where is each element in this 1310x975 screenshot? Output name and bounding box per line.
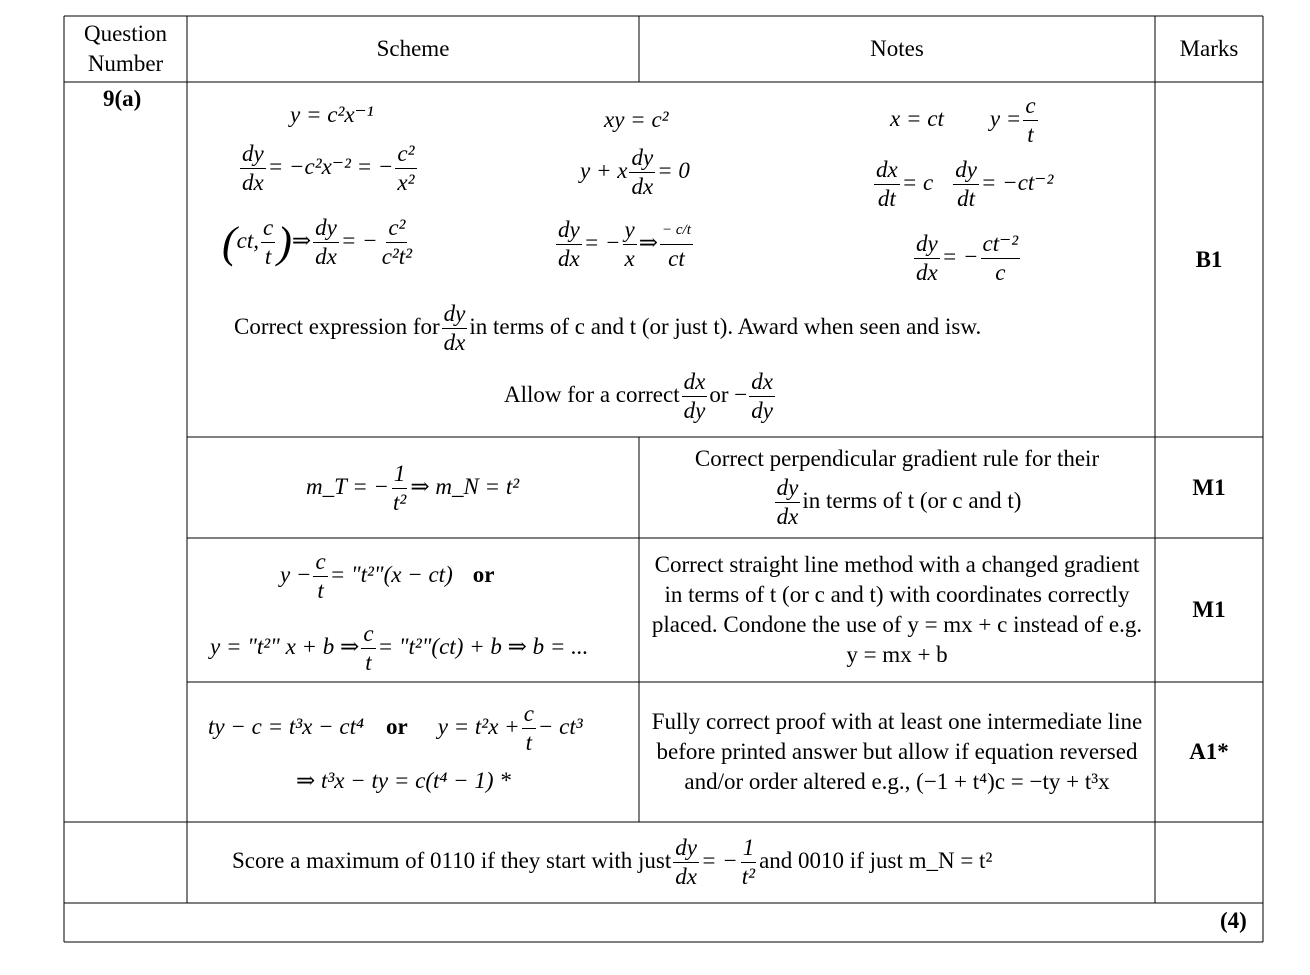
part4-mark: A1* [1189,739,1229,764]
header-marks: Marks [1179,36,1239,61]
part4-note: Fully correct proof with at least one in… [651,709,1143,794]
method2-line1: xy = c² [604,107,669,132]
part3-note: Correct straight line method with a chan… [651,552,1143,667]
part2-note: Correct perpendicular gradient rule for … [694,446,1100,529]
header-scheme: Scheme [376,36,450,61]
method1-line1: y = c²x⁻¹ [290,102,374,127]
footer-note: Score a maximum of 0110 if they start wi… [232,835,993,889]
part2-mark: M1 [1192,474,1226,500]
part4-scheme-line2: ⇒ t³x − ty = c(t⁴ − 1) * [296,768,511,793]
total-marks: (4) [1220,908,1247,933]
header-notes: Notes [870,36,924,61]
part1-mark: B1 [1195,246,1223,272]
header-question-number: Question Number [83,21,168,76]
part3-mark: M1 [1192,597,1226,622]
question-label: 9(a) [103,86,142,111]
